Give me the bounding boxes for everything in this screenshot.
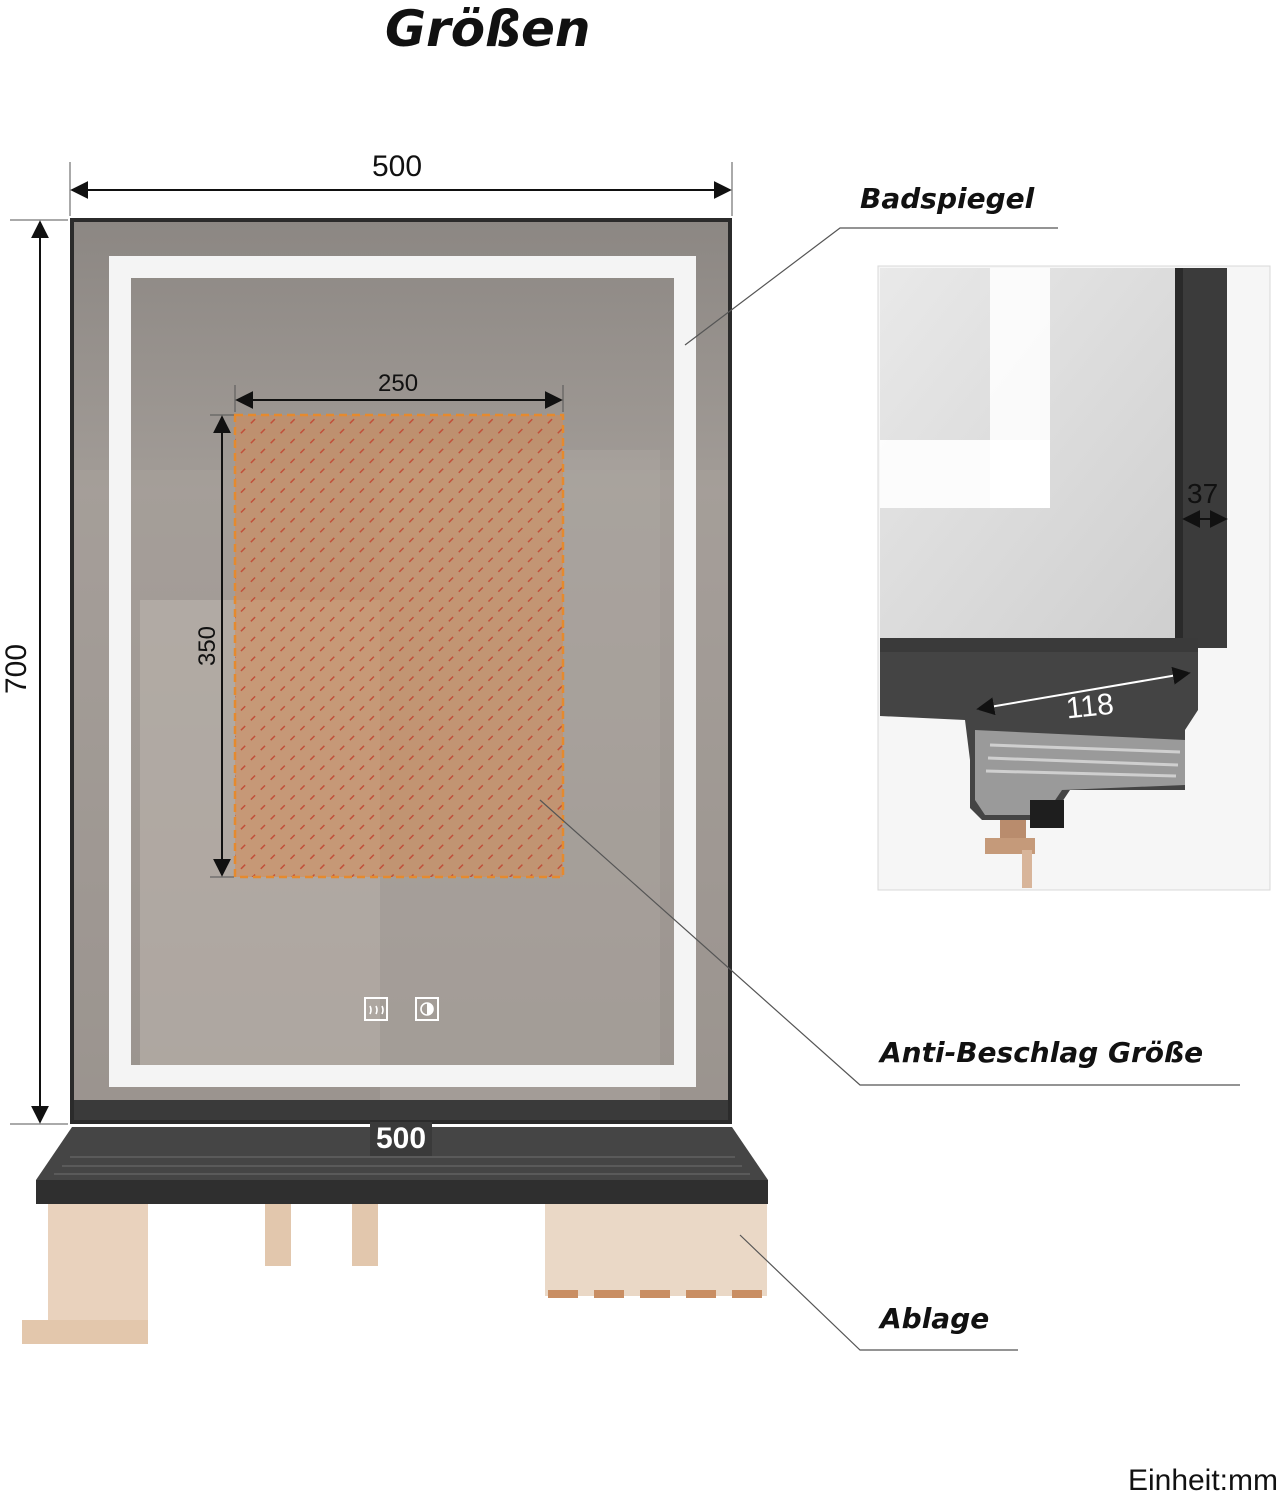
shelf-width-label: 500 <box>370 1122 433 1156</box>
leader-ablage <box>739 1234 1018 1351</box>
callout-antifog: Anti-Beschlag Größe <box>880 1036 1204 1069</box>
hook <box>265 1204 291 1266</box>
unit-label: Einheit:mm <box>1127 1464 1278 1497</box>
shelf-depth-label: 118 <box>1064 687 1116 726</box>
antifog-height-label: 350 <box>194 625 222 667</box>
page-title: Größen <box>385 0 591 58</box>
mirror-height-label: 700 <box>0 643 34 695</box>
defog-icon[interactable] <box>364 997 388 1021</box>
razor-holder <box>545 1204 767 1296</box>
leader-badspiegel <box>684 227 1058 346</box>
callout-badspiegel: Badspiegel <box>860 182 1035 215</box>
detail-inset <box>877 265 1271 891</box>
shelf-depth-line <box>976 666 1191 716</box>
shelf <box>22 1127 768 1344</box>
leader-antifog <box>539 799 1240 1086</box>
antifog-width-label: 250 <box>378 370 419 397</box>
callout-ablage: Ablage <box>880 1302 990 1335</box>
frame-depth-label: 37 <box>1187 478 1219 509</box>
antifog-pad <box>233 413 565 879</box>
brightness-icon[interactable] <box>415 997 439 1021</box>
mirror-width-label: 500 <box>372 150 423 183</box>
led-strip <box>109 256 696 1087</box>
hook <box>352 1204 378 1266</box>
